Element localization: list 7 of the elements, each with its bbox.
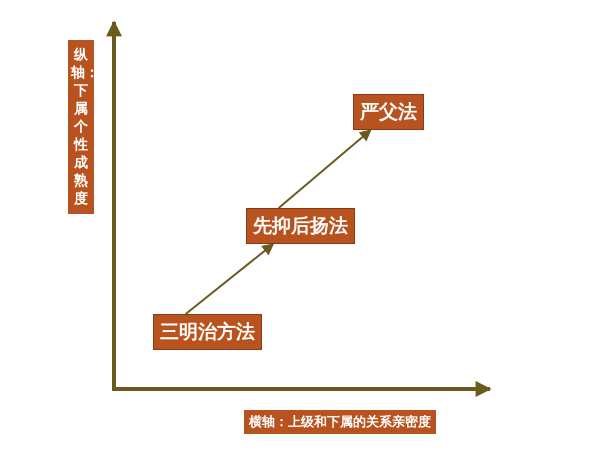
method-box: 先抑后扬法 [246, 208, 355, 244]
arrow [185, 243, 274, 315]
axis-title: 纵轴：下属个性成熟度 [68, 40, 94, 214]
arrow [278, 129, 372, 209]
axis-title: 横轴：上级和下属的关系亲密度 [244, 410, 436, 434]
method-box: 严父法 [353, 94, 424, 130]
method-box: 三明治方法 [153, 314, 262, 350]
